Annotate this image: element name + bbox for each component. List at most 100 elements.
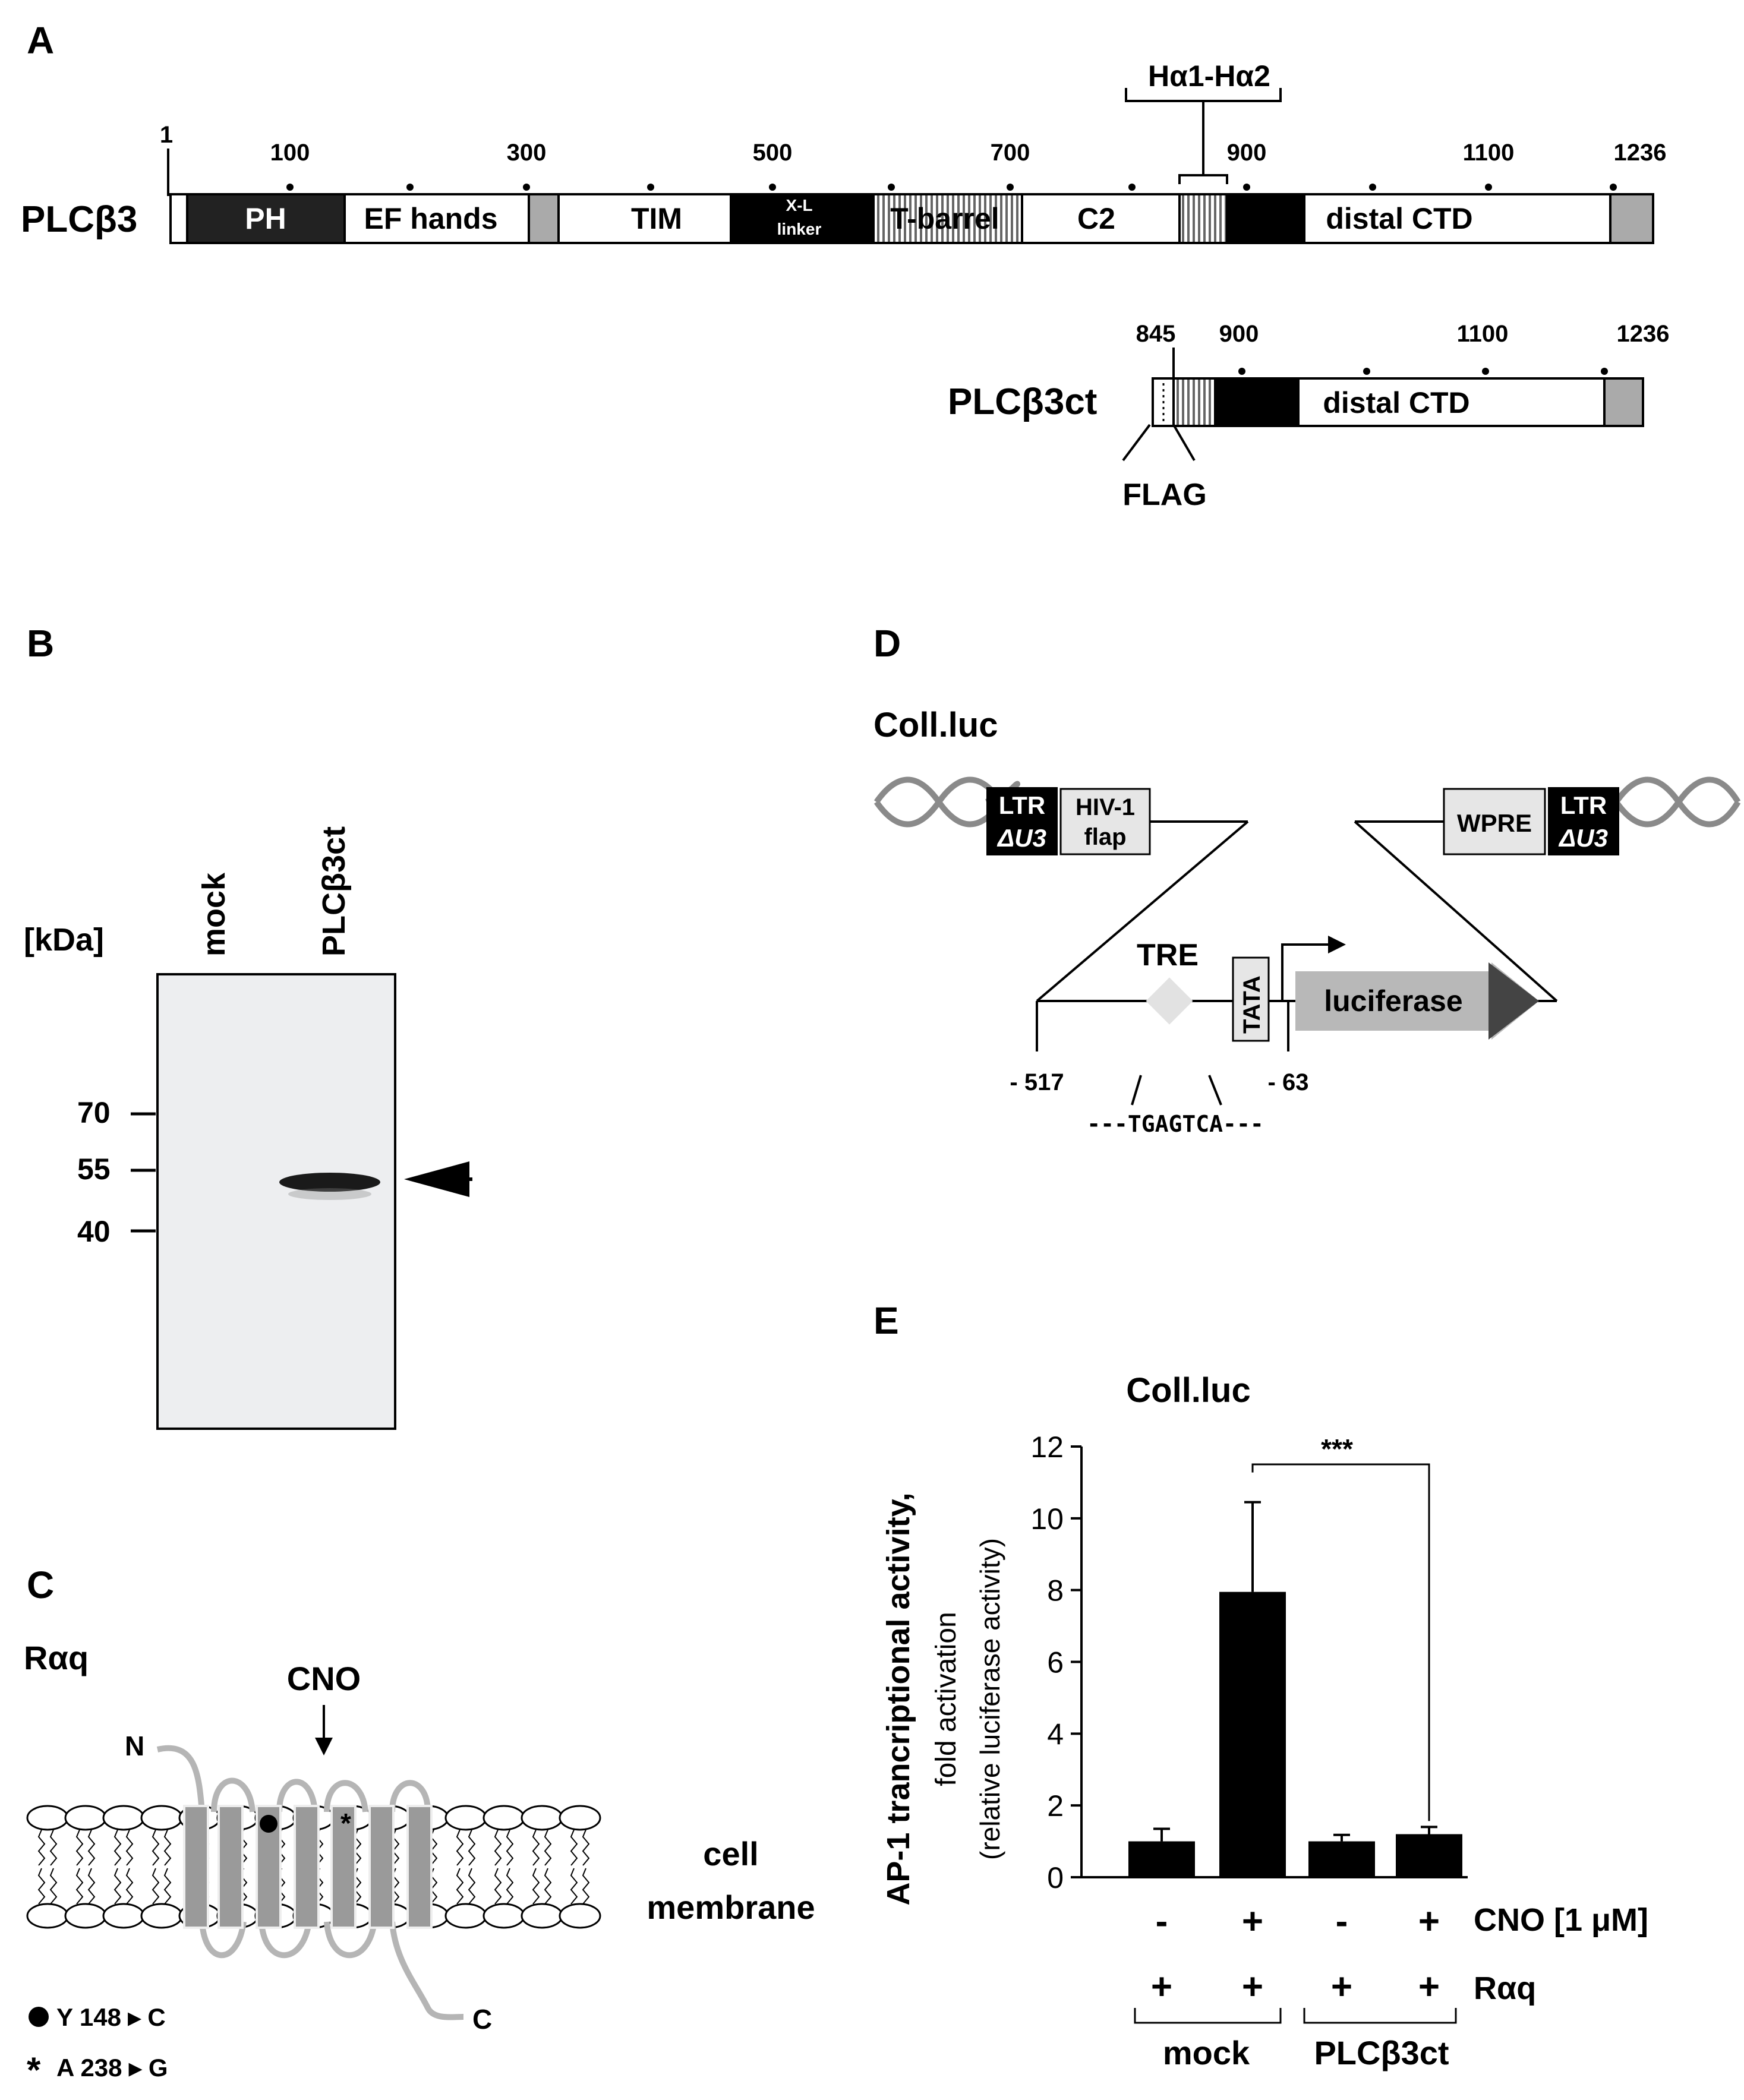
lipid-head-bottom [140,1903,183,1929]
lipid-tail [87,1868,96,1905]
wpre-label: WPRE [1457,809,1532,837]
raq-row-label: Rαq [1474,1970,1536,2006]
ltr-right-label: LTR [1560,791,1607,819]
lipid-head-top [102,1805,145,1831]
y-tick-label: 8 [1047,1574,1064,1608]
lipid-tail [152,1868,160,1905]
raq-sign-4: + [1418,1966,1440,2007]
tick-label: 1 [160,122,173,148]
c-terminus-label: C [472,2004,492,2035]
significance-bracket [1251,1463,1430,1821]
tata-box [1232,956,1270,1042]
lipid-head-top [482,1805,525,1831]
mutation-2-label: A 238 ▸ G [56,2054,168,2082]
chart-title: Coll.luc [1126,1371,1250,1410]
ltr-left-box [986,787,1058,855]
y-tick-label: 4 [1047,1717,1064,1751]
lipid-tail [152,1829,160,1866]
y-axis-label-1: AP-1 trancriptional activity, [881,1492,916,1905]
bar [1128,1841,1195,1877]
raq-sign-2: + [1242,1966,1263,2007]
lipid-tail [532,1829,540,1866]
lipid-tail [506,1829,514,1866]
marker-40: 40 [77,1215,111,1248]
domain-ef-hands [343,193,530,244]
tick-label: 900 [1227,140,1267,166]
tick-label: 300 [507,140,547,166]
transmembrane-helices [183,1805,433,1929]
wpre-box [1443,788,1546,855]
bar [1308,1841,1375,1877]
raq-sign-1: + [1151,1966,1172,2007]
construct-label: Coll.luc [873,706,998,744]
lipid-head-bottom [64,1903,107,1929]
domain-tim [557,193,732,244]
cno-row-label: CNO [1 μM] [1474,1902,1648,1938]
lipid-tail [544,1868,552,1905]
domain-xl-linker [730,193,875,244]
position-left: - 517 [1010,1069,1064,1095]
mutation-1-label: Y 148 ▸ C [56,2003,166,2031]
hiv-label-2: flap [1084,824,1126,850]
ct-domain-label-dctd: distal CTD [1323,386,1469,419]
bar [1219,1591,1286,1877]
lipid-tail [570,1868,578,1905]
bar [1396,1834,1462,1877]
ct-label: PLCβ3ct [948,381,1097,422]
y-axis-label-2: fold activation [931,1612,962,1786]
lipid-tail [49,1829,58,1866]
membrane-label-1: cell [703,1835,758,1872]
flag-label: FLAG [1122,478,1207,512]
lipid-tail [468,1868,476,1905]
significance-label: *** [1321,1433,1353,1464]
domain-label-ef: EF hands [364,202,497,235]
helix-label: Hα1-Hα2 [1148,59,1270,93]
tre-label: TRE [1137,938,1199,972]
legend-star-icon: * [27,2050,41,2090]
mutation-dot-icon [260,1815,277,1833]
domain-label-tbarrel: T-barrel [890,202,999,235]
panel-label-c: C [27,1564,54,1606]
panel-label-e: E [873,1299,899,1342]
lipid-tail [456,1868,464,1905]
lipid-head-top [26,1805,69,1831]
lipid-head-top [140,1805,183,1831]
ct-tick-label: 1100 [1457,321,1509,347]
ltr-left-label: LTR [999,791,1046,819]
y-tick-label: 10 [1030,1502,1064,1536]
tata-label: TATA [1239,975,1265,1034]
cno-sign-1: - [1156,1901,1168,1942]
receptor-loops [156,1745,464,2020]
domain-helix [1178,193,1228,244]
domain-label-tim: TIM [631,202,682,235]
tick-label: 1100 [1463,140,1515,166]
domain-label-linker: linker [777,220,822,238]
n-terminus-label: N [125,1730,144,1761]
lipid-tail [163,1829,172,1866]
lipid-tail [125,1868,134,1905]
du3-left-label: ΔU3 [996,824,1046,852]
ligand-label: CNO [287,1660,361,1697]
cno-sign-3: - [1336,1901,1348,1942]
lipid-tail [113,1868,122,1905]
band-arrow-icon [404,1161,469,1197]
luciferase-arrow-head-icon [1488,962,1539,1040]
lipid-head-bottom [102,1903,145,1929]
lipid-tail [75,1829,84,1866]
tick-label: 1236 [1614,140,1667,166]
hiv-label-1: HIV-1 [1076,794,1135,820]
domain-label-ph: PH [245,202,286,235]
marker-55: 55 [77,1152,111,1186]
group-label-mock: mock [1163,2034,1250,2071]
legend-dot-icon [29,2007,49,2027]
lipid-head-bottom [482,1903,525,1929]
ct-tick-label: 900 [1219,321,1259,347]
lipid-head-top [559,1805,601,1831]
mutation-star-icon: * [340,1808,351,1839]
lipid-tail [544,1829,552,1866]
du3-right-label: ΔU3 [1558,824,1608,852]
lipid-tail [570,1829,578,1866]
tre-sequence: ---TGAGTCA--- [1087,1111,1263,1137]
